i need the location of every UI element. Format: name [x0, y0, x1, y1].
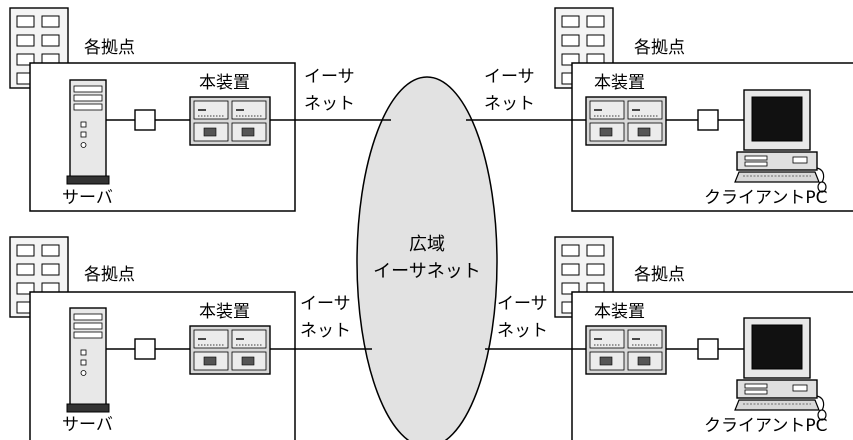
ethernet-label-line1: イーサ — [304, 67, 355, 87]
endpoint-label: サーバ — [62, 415, 113, 435]
ethernet-label-line1: イーサ — [497, 294, 548, 314]
wan-cloud — [356, 76, 498, 440]
server-tower-icon — [66, 79, 110, 185]
ethernet-label-line2: ネット — [497, 321, 548, 341]
device-label: 本装置 — [199, 73, 250, 93]
ethernet-label-line1: イーサ — [484, 67, 535, 87]
site-label: 各拠点 — [634, 265, 685, 285]
site-label: 各拠点 — [84, 38, 135, 58]
connector-box — [697, 109, 719, 131]
device-label: 本装置 — [594, 302, 645, 322]
ethernet-label-line2: ネット — [304, 94, 355, 114]
site-label: 各拠点 — [84, 265, 135, 285]
endpoint-label: サーバ — [62, 188, 113, 208]
device-label: 本装置 — [594, 73, 645, 93]
wan-label-line1: 広域 — [409, 234, 445, 255]
site-top-left: 各拠点 本装置 サーバ イーサ ネット — [9, 7, 391, 212]
ethernet-label-line2: ネット — [484, 94, 535, 114]
device-label: 本装置 — [199, 302, 250, 322]
device-icon — [585, 325, 667, 375]
endpoint-label: クライアントPC — [704, 416, 827, 436]
device-icon — [189, 325, 271, 375]
device-icon — [189, 96, 271, 146]
server-tower-icon — [66, 307, 110, 413]
site-bottom-left: 各拠点 本装置 サーバ イーサ ネット — [9, 236, 372, 440]
site-bottom-right: 各拠点 本装置 クライアントPC イーサ ネット — [485, 236, 853, 440]
wan-label-line2: イーサネット — [373, 261, 481, 282]
site-label: 各拠点 — [634, 38, 685, 58]
site-top-right: 各拠点 本装置 クライアントPC イーサ ネット — [466, 7, 853, 212]
ethernet-label-line1: イーサ — [300, 294, 351, 314]
connector-box — [134, 109, 156, 131]
connector-box — [697, 338, 719, 360]
endpoint-label: クライアントPC — [704, 188, 827, 208]
device-icon — [585, 96, 667, 146]
connector-box — [134, 338, 156, 360]
ethernet-label-line2: ネット — [300, 321, 351, 341]
